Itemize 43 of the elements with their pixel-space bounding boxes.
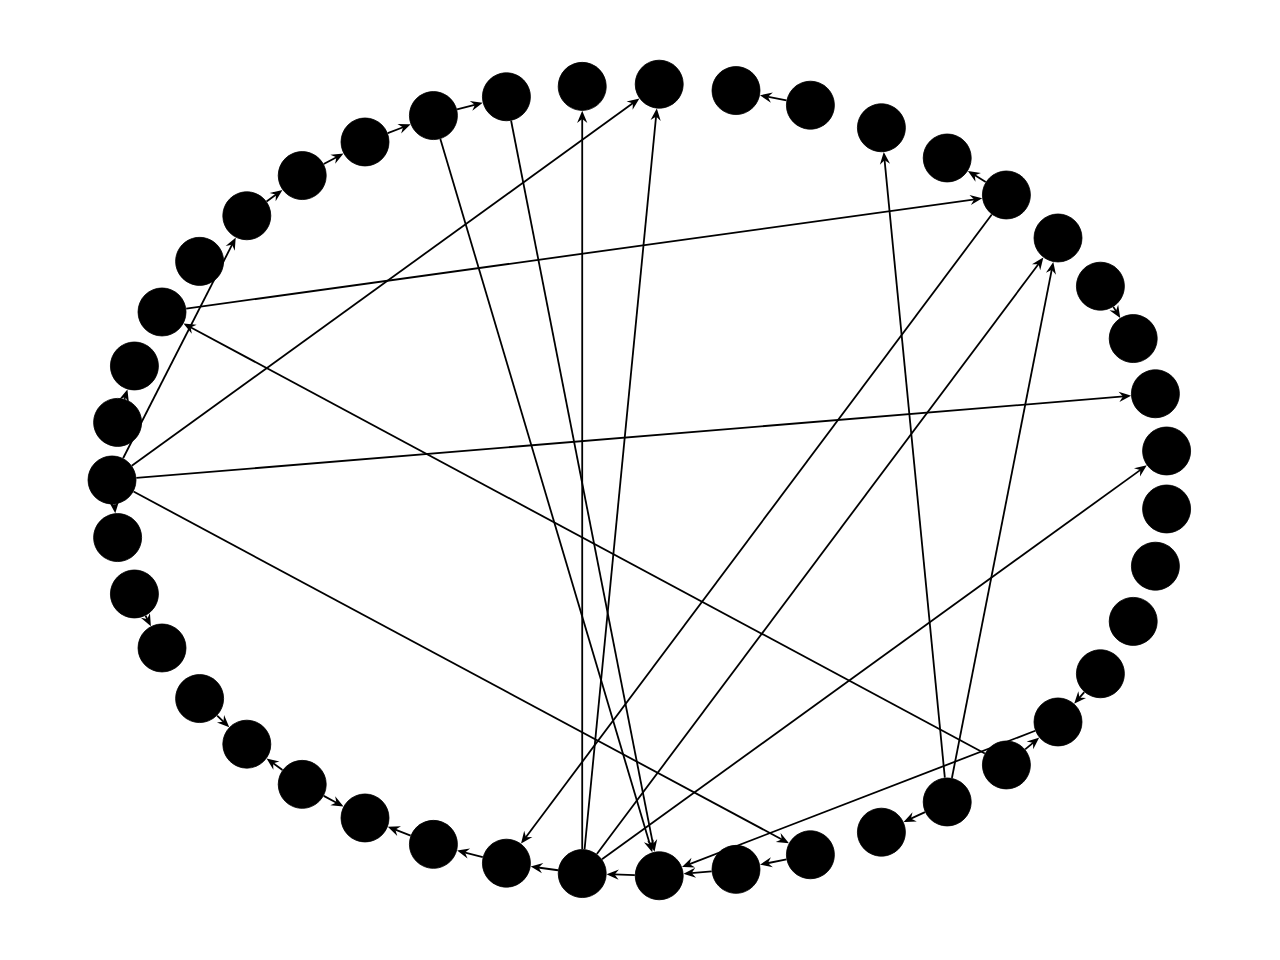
node-circle: [634, 851, 684, 901]
node-circle: [557, 61, 607, 111]
node-circle: [1142, 484, 1191, 534]
node-circle: [222, 191, 272, 241]
node-circle: [982, 170, 1031, 220]
node-circle: [340, 117, 390, 167]
node-circle: [137, 623, 187, 673]
node-circle: [786, 80, 835, 130]
node-circle: [634, 59, 684, 109]
node-circle: [1108, 597, 1158, 646]
node-circle: [1142, 426, 1191, 476]
node-circle: [482, 72, 531, 122]
node-circle: [711, 66, 761, 115]
node-circle: [175, 674, 224, 723]
node-circle: [922, 777, 972, 827]
node-circle: [175, 236, 224, 286]
node-circle: [409, 91, 458, 140]
node-circle: [222, 719, 272, 769]
node-circle: [857, 103, 906, 153]
node-circle: [711, 844, 761, 894]
node-circle: [93, 513, 142, 562]
node-circle: [93, 398, 142, 447]
node-circle: [87, 455, 137, 505]
node-circle: [1131, 369, 1180, 419]
node-circle: [1033, 213, 1083, 263]
node-circle: [137, 287, 187, 337]
node-circle: [277, 759, 327, 809]
node-circle: [409, 819, 458, 869]
node-circle: [277, 151, 327, 200]
node-circle: [786, 830, 835, 880]
node-circle: [1033, 697, 1083, 747]
node-circle: [1131, 541, 1180, 591]
node-circle: [922, 133, 972, 183]
node-circle: [340, 793, 390, 843]
node-circle: [557, 849, 607, 898]
node-circle: [1076, 649, 1125, 699]
node-circle: [110, 569, 159, 619]
node-circle: [482, 838, 531, 888]
node-circle: [1076, 261, 1125, 311]
node-circle: [857, 807, 906, 857]
node-circle: [1108, 314, 1158, 363]
node-circle: [110, 341, 159, 391]
node-circle: [982, 740, 1031, 790]
